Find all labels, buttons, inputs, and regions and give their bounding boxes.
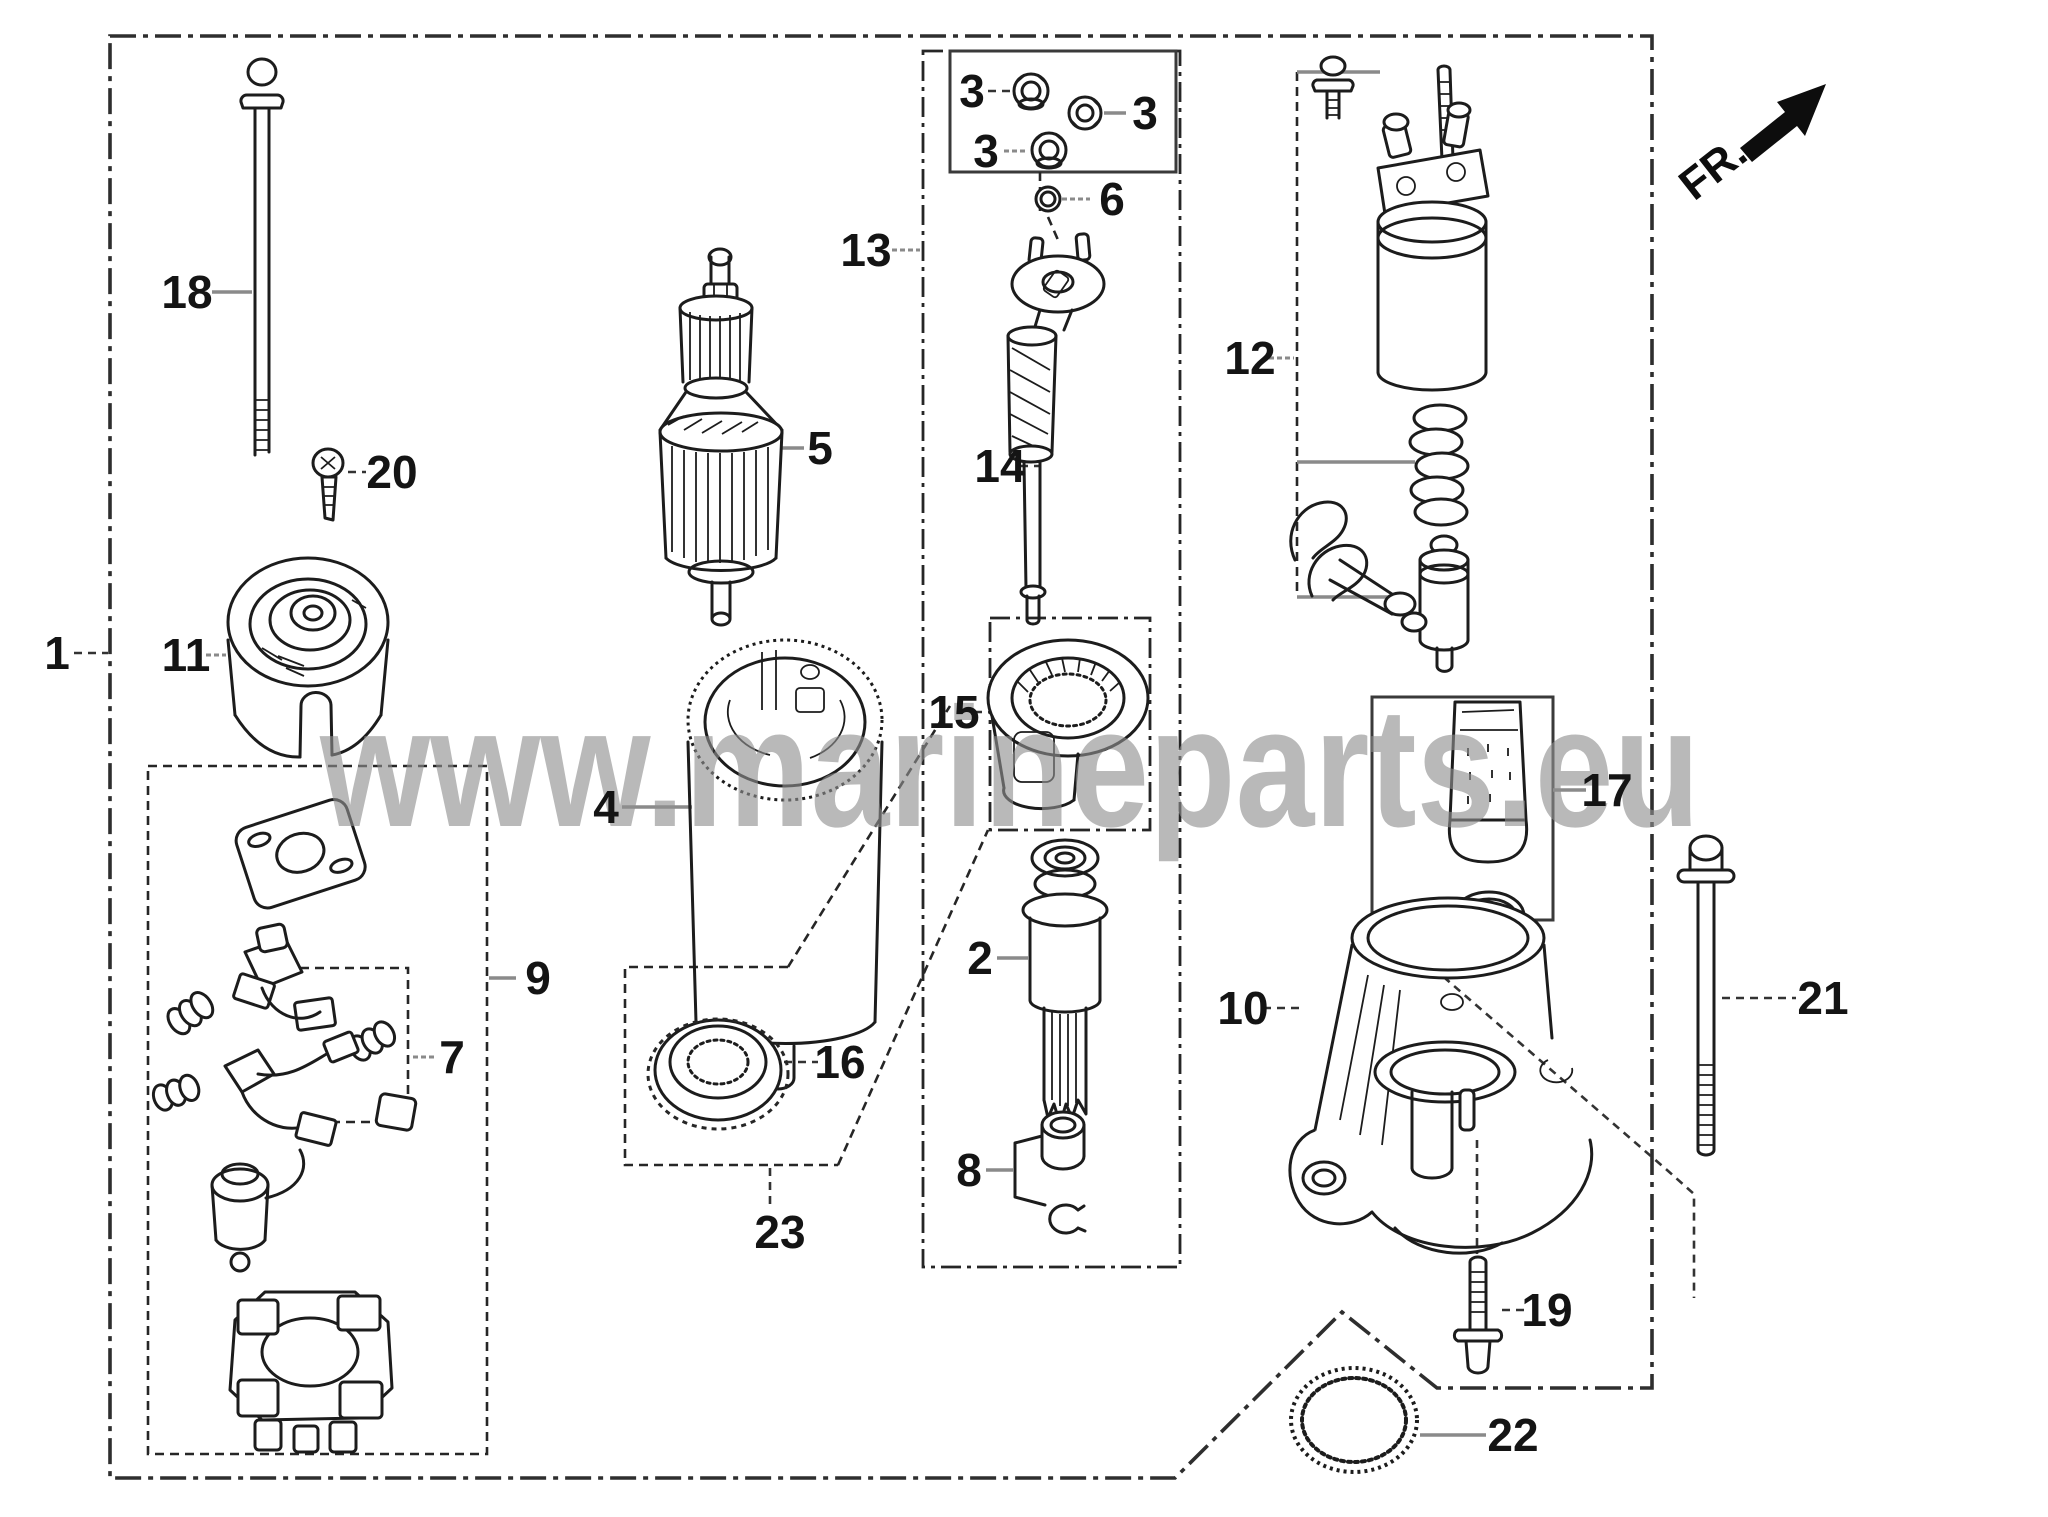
front-direction-label: FR. bbox=[1670, 127, 1756, 209]
part-brush-holder-plate bbox=[228, 1290, 394, 1454]
callout-6: 6 bbox=[1099, 173, 1125, 225]
box-7 bbox=[300, 966, 410, 1124]
callout-9: 9 bbox=[525, 952, 551, 1004]
part-21-case-bolt bbox=[1676, 834, 1736, 1157]
leader-lines bbox=[74, 89, 1796, 1437]
callout-22: 22 bbox=[1487, 1409, 1538, 1461]
watermark: www.marineparts.eu bbox=[319, 673, 1700, 863]
part-15-clutch-outer bbox=[986, 638, 1150, 811]
callout-1: 1 bbox=[44, 627, 70, 679]
part-10-gear-case bbox=[1288, 896, 1594, 1255]
box-nuts bbox=[948, 49, 1178, 174]
part-12-solenoid-group bbox=[1311, 55, 1490, 673]
part-7-brush-set-upper bbox=[166, 922, 397, 1062]
part-11-end-cap bbox=[226, 556, 390, 759]
callout-3: 3 bbox=[973, 125, 999, 177]
callout-17: 17 bbox=[1581, 764, 1632, 816]
callout-10: 10 bbox=[1217, 982, 1268, 1034]
part-4-yoke-housing bbox=[686, 638, 884, 1091]
callout-14: 14 bbox=[974, 440, 1026, 492]
box-13 bbox=[921, 49, 1182, 1269]
callout-11: 11 bbox=[162, 629, 211, 681]
callout-13: 13 bbox=[840, 224, 891, 276]
callout-8: 8 bbox=[956, 1144, 982, 1196]
box-15 bbox=[988, 616, 1152, 832]
front-direction-arrow: FR. bbox=[1670, 84, 1826, 210]
callout-15: 15 bbox=[928, 686, 979, 738]
leader-gearcase-diagonal bbox=[1379, 921, 1696, 1298]
part-17-shift-fork-group bbox=[1289, 500, 1529, 942]
callout-16: 16 bbox=[814, 1036, 865, 1088]
part-20-screw bbox=[311, 447, 345, 522]
callout-3: 3 bbox=[959, 65, 985, 117]
callout-3: 3 bbox=[1132, 87, 1158, 139]
callout-19: 19 bbox=[1521, 1284, 1572, 1336]
part-18-through-bolt bbox=[239, 57, 285, 457]
part-brush-set-lower bbox=[151, 1030, 418, 1273]
callout-18: 18 bbox=[161, 266, 212, 318]
callout-5: 5 bbox=[807, 422, 833, 474]
part-8-bushing-set bbox=[1040, 1110, 1087, 1235]
part-5-armature bbox=[658, 247, 784, 627]
box-23 bbox=[623, 705, 990, 1167]
callout-4: 4 bbox=[593, 781, 619, 833]
bracket-8 bbox=[1013, 1134, 1047, 1207]
callout-7: 7 bbox=[439, 1031, 465, 1083]
part-14-pinion-shaft bbox=[1006, 232, 1106, 626]
part-19-bolt bbox=[1452, 1255, 1504, 1375]
callout-12: 12 bbox=[1224, 332, 1275, 384]
part-6-washer bbox=[1034, 185, 1062, 213]
part-brush-terminal-plate bbox=[234, 798, 367, 910]
arrow-icon bbox=[1740, 84, 1826, 162]
callout-20: 20 bbox=[366, 446, 417, 498]
callout-2: 2 bbox=[967, 932, 993, 984]
outer-assembly-border bbox=[108, 34, 1654, 1480]
callout-23: 23 bbox=[754, 1206, 805, 1258]
part-3-nuts bbox=[1012, 72, 1103, 170]
part-16-gear bbox=[646, 1017, 790, 1131]
part-22-o-ring bbox=[1289, 1366, 1419, 1474]
callout-21: 21 bbox=[1797, 972, 1848, 1024]
part-2-clutch-pinion bbox=[1021, 838, 1109, 1126]
box-9 bbox=[146, 764, 489, 1456]
